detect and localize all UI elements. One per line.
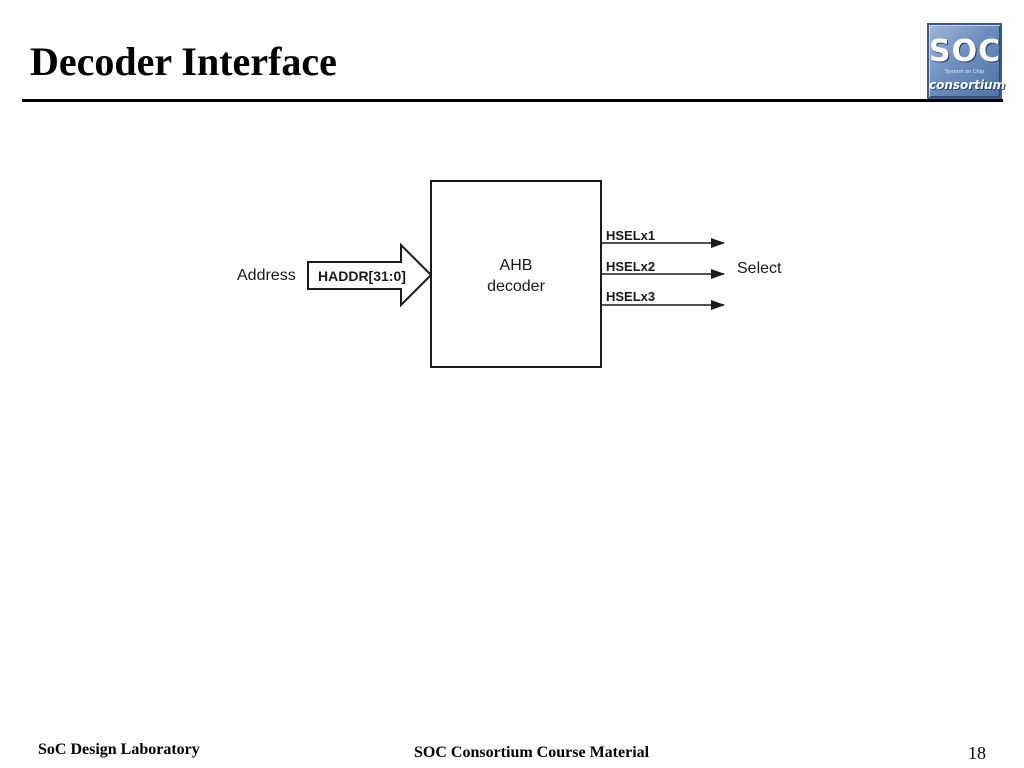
logo-tagline: System on Chip — [944, 69, 985, 75]
address-bus-arrow — [307, 242, 433, 308]
logo-subword: consortium — [929, 78, 1006, 92]
soc-consortium-logo: SOC System on Chip consortium — [927, 23, 1006, 99]
block-label-line2: decoder — [487, 278, 545, 295]
address-label: Address — [237, 267, 296, 284]
select-label: Select — [737, 260, 782, 277]
page-number: 18 — [968, 743, 986, 763]
slide-title: Decoder Interface — [30, 39, 337, 84]
ahb-decoder-block — [430, 180, 602, 368]
block-label-line1: AHB — [500, 257, 533, 274]
haddr-bus-label: HADDR[31:0] — [318, 268, 406, 284]
footer-lab-name: SoC Design Laboratory — [38, 741, 200, 758]
title-underline — [22, 99, 1003, 102]
logo-word: SOC — [929, 34, 1002, 69]
hselx3-label: HSELx3 — [606, 289, 655, 304]
footer-course-material: SOC Consortium Course Material — [414, 744, 650, 761]
hselx2-label: HSELx2 — [606, 259, 655, 274]
hselx1-label: HSELx1 — [606, 228, 655, 243]
